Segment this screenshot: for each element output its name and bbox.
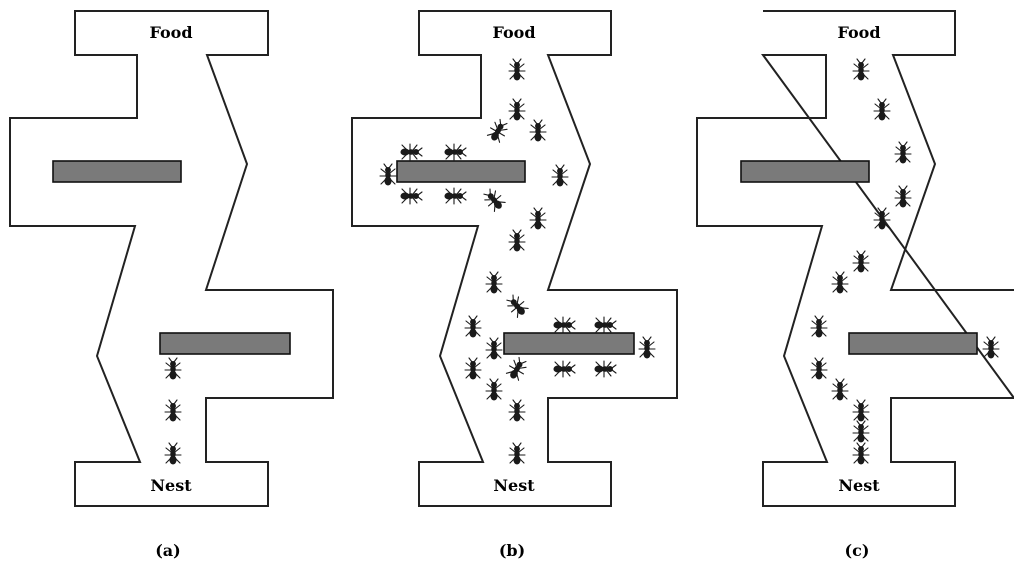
ant-marker — [400, 143, 423, 161]
ant-marker — [551, 164, 569, 187]
ant-marker — [594, 316, 617, 334]
nest-label: Nest — [838, 476, 880, 495]
panel-a: Food Nest (a) — [9, 10, 334, 560]
ant-marker — [553, 316, 576, 334]
panel-c: Food Nest (c) — [696, 10, 1014, 560]
ant-marker — [444, 187, 467, 205]
food-label: Food — [492, 23, 535, 42]
ant-marker — [810, 357, 828, 380]
maze-outline — [696, 10, 1014, 507]
obstacle-lower — [848, 332, 978, 355]
panel-b: Food Nest (b) — [351, 10, 678, 560]
ant-marker — [831, 271, 849, 294]
obstacle-lower — [159, 332, 291, 355]
maze-outline — [351, 10, 678, 507]
nest-label: Nest — [493, 476, 535, 495]
ant-marker — [444, 143, 467, 161]
ant-marker — [852, 250, 870, 273]
ant-marker — [508, 399, 526, 422]
ant-marker — [464, 315, 482, 338]
ant-marker — [852, 420, 870, 443]
obstacle-upper — [396, 160, 526, 183]
ant-marker — [508, 442, 526, 465]
ant-marker — [164, 442, 182, 465]
ant-marker — [485, 378, 503, 401]
ant-marker — [508, 229, 526, 252]
ant-marker — [508, 58, 526, 81]
panel-caption: (a) — [155, 541, 181, 560]
ant-marker — [852, 399, 870, 422]
ant-marker — [400, 187, 423, 205]
ant-marker — [982, 336, 1000, 359]
ant-marker — [852, 58, 870, 81]
ant-marker — [503, 291, 531, 320]
ant-marker — [529, 119, 547, 142]
maze-outline — [9, 10, 334, 507]
ant-marker — [504, 354, 530, 383]
panel-caption: (b) — [499, 541, 525, 560]
food-label: Food — [149, 23, 192, 42]
ant-marker — [831, 378, 849, 401]
obstacle-upper — [740, 160, 870, 183]
ant-marker — [894, 141, 912, 164]
ant-marker — [485, 271, 503, 294]
nest-label: Nest — [150, 476, 192, 495]
ant-marker — [553, 360, 576, 378]
ant-marker — [379, 163, 397, 186]
ant-marker — [638, 336, 656, 359]
ant-marker — [852, 442, 870, 465]
ant-marker — [485, 116, 511, 145]
ant-marker — [464, 357, 482, 380]
food-label: Food — [837, 23, 880, 42]
ant-marker — [873, 98, 891, 121]
ant-marker — [485, 337, 503, 360]
ant-marker — [529, 207, 547, 230]
ant-marker — [164, 357, 182, 380]
obstacle-lower — [503, 332, 635, 355]
ant-marker — [810, 315, 828, 338]
ant-marker — [508, 98, 526, 121]
panel-caption: (c) — [845, 541, 870, 560]
ant-marker — [480, 185, 508, 214]
ant-marker — [594, 360, 617, 378]
obstacle-upper — [52, 160, 182, 183]
ant-marker — [164, 399, 182, 422]
ant-marker — [894, 185, 912, 208]
